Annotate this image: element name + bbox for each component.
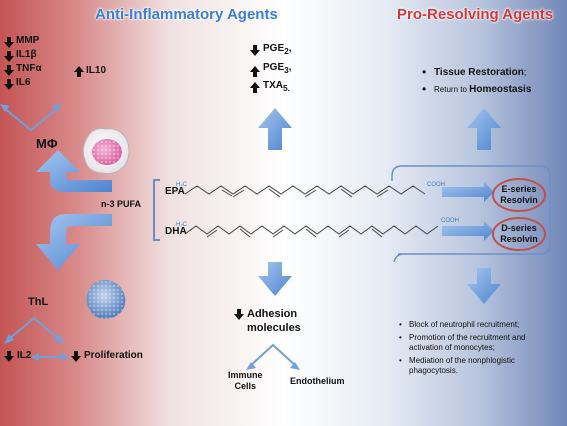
il2-label: IL2	[17, 350, 32, 361]
dha-cooh: COOH	[441, 218, 459, 224]
thl-label: ThL	[28, 296, 49, 308]
arrowhead-icon	[31, 353, 39, 361]
proliferation-label: Proliferation	[84, 350, 143, 361]
curved-arrow-down-icon	[36, 214, 112, 270]
dha-label: DHA	[165, 226, 187, 237]
marker-il1b: IL1β	[16, 49, 37, 60]
arrowhead-icon	[52, 104, 62, 112]
anti-inflammatory-header: Anti-Inflammatory Agents	[95, 6, 278, 23]
pge3-label: PGE3,	[263, 62, 292, 75]
adhesion-label: Adhesion molecules	[247, 308, 301, 334]
epa-cooh: COOH	[427, 182, 445, 188]
arrowhead-icon	[246, 362, 256, 370]
fatty-acid-bracket	[153, 179, 160, 241]
marker-il10: IL10	[86, 65, 107, 76]
resolving-effects-list: Block of neutrophil recruitment; Promoti…	[396, 320, 556, 379]
effect-item: Block of neutrophil recruitment;	[396, 320, 556, 330]
arrowhead-icon	[61, 353, 69, 361]
effect-item: Promotion of the recruitment and activat…	[396, 333, 556, 353]
macrophage-label: MΦ	[36, 136, 58, 151]
epa-double-bonds	[232, 188, 389, 198]
tissue-restoration-item: Tissue Restoration;	[418, 64, 531, 81]
pro-resolving-header: Pro-Resolving Agents	[397, 6, 554, 23]
arrowhead-icon	[0, 104, 10, 112]
arrowhead-icon	[290, 362, 300, 370]
left-split-arrow	[3, 107, 59, 132]
arrow-up-pge-icon	[258, 108, 292, 150]
dha-double-bonds	[206, 228, 383, 238]
arrow-up-tissue-icon	[467, 108, 501, 150]
marker-mmp: MMP	[16, 35, 40, 46]
thl-split-arrow	[7, 316, 61, 341]
text-arrow-glyphs	[4, 37, 260, 362]
d-series-oval	[492, 217, 546, 251]
e-series-oval	[492, 178, 546, 212]
marker-il6: IL6	[16, 77, 31, 88]
n3-pufa-label: n-3 PUFA	[101, 199, 142, 209]
arrow-down-adhesion-icon	[258, 262, 292, 296]
pge2-label: PGE2,	[263, 43, 292, 56]
dha-h3c: H₃C	[176, 222, 188, 228]
marker-tnfa: TNFα	[16, 63, 42, 74]
arrow-down-effects-icon	[467, 268, 501, 304]
curved-arrow-up-icon	[36, 150, 112, 192]
epa-double-bonds	[221, 189, 233, 197]
arrow-to-d-series-icon	[442, 221, 494, 241]
arrowhead-icon	[54, 334, 64, 344]
arrowhead-icon	[4, 334, 14, 344]
t-lymphocyte-cell-icon	[86, 279, 126, 319]
tissue-bullets: Tissue Restoration; Return to Homeostasi…	[418, 64, 531, 98]
epa-h3c: H₃C	[176, 182, 188, 188]
macrophage-cell-icon	[82, 128, 130, 175]
homeostasis-item: Return to Homeostasis	[418, 81, 531, 98]
txa5-label: TXA5.	[263, 80, 290, 93]
epa-chain	[184, 185, 426, 195]
arrow-to-e-series-icon	[442, 182, 494, 202]
endothelium-label: Endothelium	[290, 376, 345, 386]
effect-item: Mediation of the nonphlogistic phagocyto…	[396, 356, 556, 376]
dha-chain	[184, 225, 439, 235]
epa-label: EPA	[165, 186, 185, 197]
adhesion-split-arrow	[249, 343, 297, 367]
resolvin-frame	[391, 165, 551, 263]
